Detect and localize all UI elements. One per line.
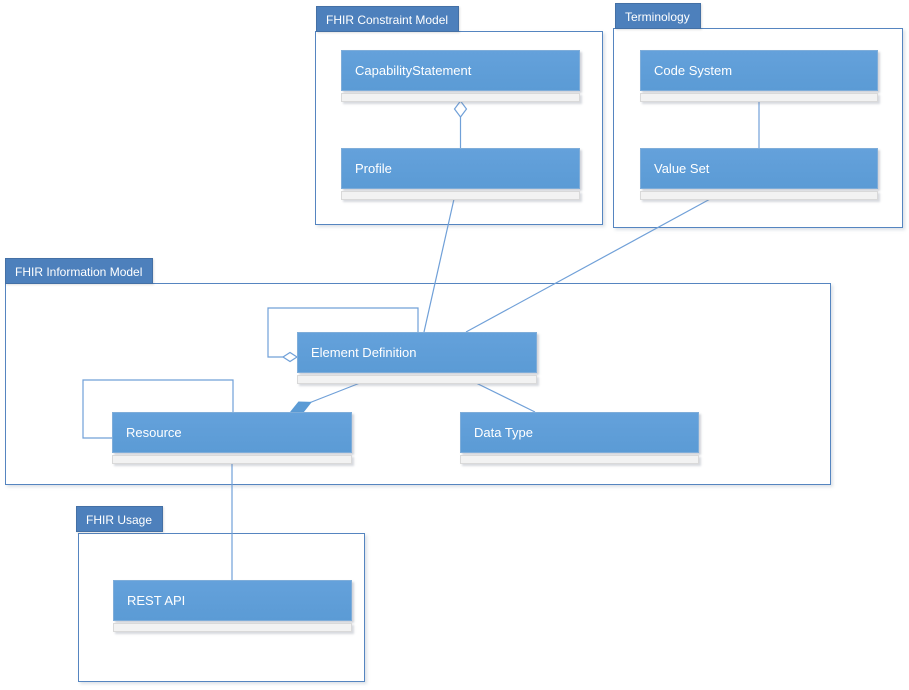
- class-compartment: [460, 455, 699, 464]
- package-tab-terminology: Terminology: [615, 3, 701, 29]
- composition-diamond-icon: [289, 401, 312, 413]
- class-compartment: [640, 191, 878, 200]
- class-label-rest-api: REST API: [113, 580, 352, 621]
- connector-valueset-elementdefinition: [465, 197, 713, 333]
- class-compartment: [341, 93, 580, 102]
- class-label-resource: Resource: [112, 412, 352, 453]
- aggregation-diamond-icon: [453, 100, 468, 118]
- class-data-type: Data Type: [460, 412, 699, 464]
- class-code-system: Code System: [640, 50, 878, 102]
- class-compartment: [112, 455, 352, 464]
- class-element-definition: Element Definition: [297, 332, 537, 384]
- aggregation-diamond-icon: [281, 351, 299, 363]
- class-label-value-set: Value Set: [640, 148, 878, 189]
- class-label-element-definition: Element Definition: [297, 332, 537, 373]
- class-compartment: [640, 93, 878, 102]
- class-label-data-type: Data Type: [460, 412, 699, 453]
- connector-profile-elementdefinition: [423, 198, 455, 333]
- connector-resource-self-loop: [82, 379, 234, 439]
- package-tab-fhir-information-model: FHIR Information Model: [5, 258, 154, 284]
- class-compartment: [113, 623, 352, 632]
- connector-elementdefinition-self-loop: [267, 307, 419, 358]
- class-label-profile: Profile: [341, 148, 580, 189]
- class-value-set: Value Set: [640, 148, 878, 200]
- class-capability-statement: CapabilityStatement: [341, 50, 580, 102]
- class-label-capability-statement: CapabilityStatement: [341, 50, 580, 91]
- package-tab-fhir-usage: FHIR Usage: [76, 506, 164, 532]
- class-compartment: [297, 375, 537, 384]
- class-rest-api: REST API: [113, 580, 352, 632]
- class-compartment: [341, 191, 580, 200]
- connector-elementdefinition-resource: [308, 382, 361, 404]
- connector-elementdefinition-datatype: [471, 380, 536, 413]
- package-tab-fhir-constraint-model: FHIR Constraint Model: [316, 6, 460, 32]
- class-resource: Resource: [112, 412, 352, 464]
- class-profile: Profile: [341, 148, 580, 200]
- class-label-code-system: Code System: [640, 50, 878, 91]
